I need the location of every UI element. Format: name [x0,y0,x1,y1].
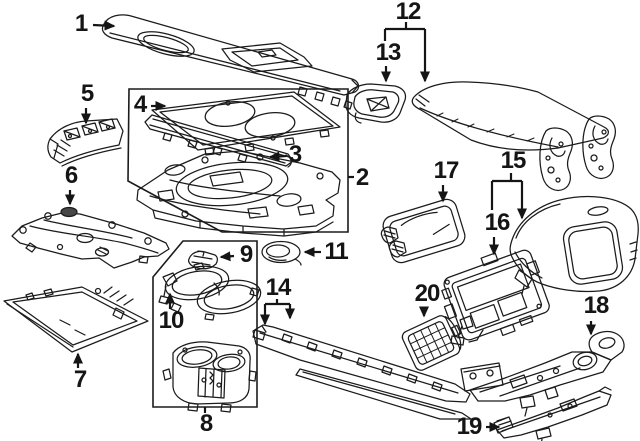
callout-11[interactable]: 11 [324,238,348,265]
callout-8[interactable]: 8 [199,410,213,437]
part-6-mount-grommet [60,206,78,218]
callout-1[interactable]: 1 [74,10,88,37]
part-9-retainer-clip[interactable] [187,250,218,270]
callout-15-bracket [490,173,522,210]
callout-18[interactable]: 18 [583,292,610,319]
callout-4[interactable]: 4 [133,91,147,118]
part-3-trim-rail[interactable] [144,114,294,168]
callout-17[interactable]: 17 [433,157,460,184]
callout-1-arrow [92,20,116,31]
part-20-vent-grille[interactable] [400,311,468,372]
part-4-cupholder-trim-plate[interactable] [151,91,341,156]
callout-12-bracket [383,22,425,41]
part-8-cupholder-housing[interactable] [162,341,257,413]
part-6-carrier-panel[interactable] [11,206,170,269]
callout-14-bracket [265,299,290,306]
callout-13[interactable]: 13 [375,39,402,66]
callout-19[interactable]: 19 [456,413,483,440]
part-11-grommet-ring[interactable] [261,240,302,266]
callout-7[interactable]: 7 [73,366,87,393]
part-5-end-bracket[interactable] [47,118,124,167]
callout-3[interactable]: 3 [288,141,302,168]
part-10-cupholder-insert[interactable] [158,262,263,321]
part-15-rear-trim-panel[interactable] [509,195,639,295]
part-14-sill-trim-strip[interactable] [252,324,472,420]
callout-5[interactable]: 5 [80,80,94,107]
callout-3-arrow [268,151,287,162]
part-12-armrest-lid[interactable] [411,81,617,192]
part-7-liner-mat[interactable] [3,286,149,353]
part-17-storage-tray[interactable] [380,197,468,265]
callout-16[interactable]: 16 [484,209,511,236]
callout-9-arrow [219,251,235,262]
callout-2[interactable]: 2 [355,164,369,191]
callout-12[interactable]: 12 [395,0,422,25]
part-12-hinge-right[interactable] [582,115,617,180]
callout-9[interactable]: 9 [239,241,253,268]
callout-14[interactable]: 14 [265,274,292,301]
part-18-rear-bracket[interactable] [460,330,625,417]
part-19-lower-bracket[interactable] [493,386,612,441]
part-16-radio-faceplate[interactable] [433,241,555,351]
callout-6[interactable]: 6 [64,162,78,189]
part-12-hinge-left[interactable] [539,127,574,192]
callout-20[interactable]: 20 [414,280,441,307]
part-2-console-base-panel[interactable] [136,150,341,237]
callout-10[interactable]: 10 [158,307,185,334]
part-13-latch[interactable] [345,83,407,124]
assembly-box-2[interactable] [127,88,349,233]
callout-15[interactable]: 15 [500,147,527,174]
